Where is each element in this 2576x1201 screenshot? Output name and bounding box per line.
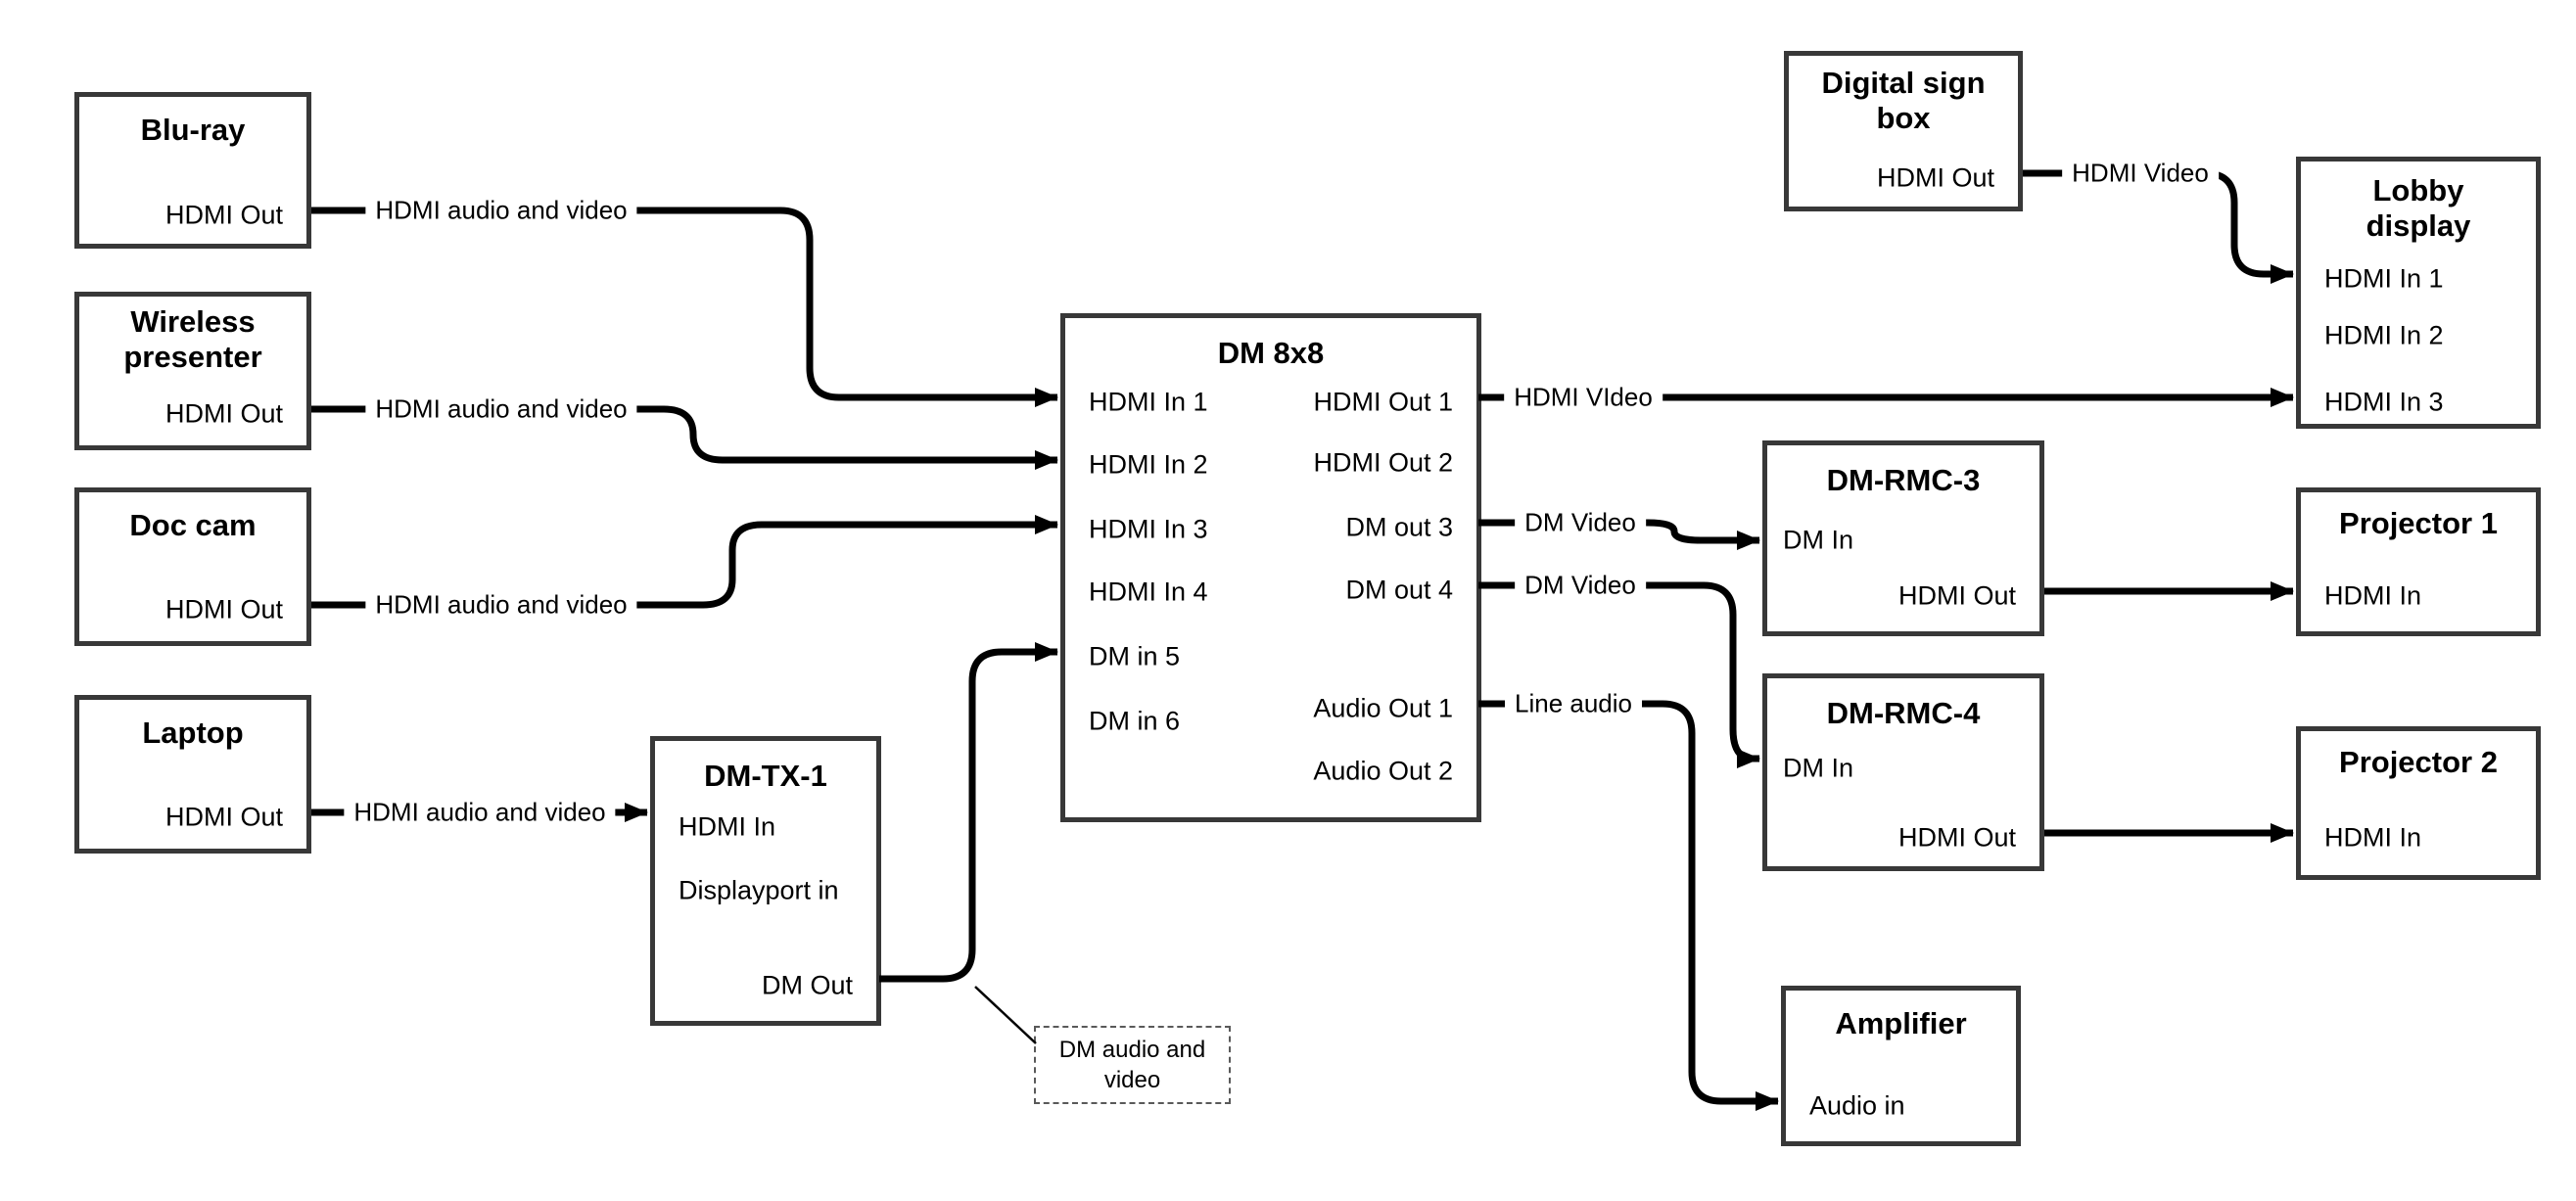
- wire-dm8x8-audio-out-1-to-amp-audio-in: [1478, 700, 1779, 1111]
- node-title: DM-RMC-4: [1826, 696, 1981, 730]
- port-rmc4-hdmi-out: HDMI Out: [1897, 822, 2016, 853]
- node-title: DM 8x8: [1217, 336, 1325, 370]
- node-title: Wireless presenter: [123, 304, 262, 374]
- note-dm-audio-and-video[interactable]: DM audio and video: [1034, 1026, 1231, 1104]
- wire-label-hdmi-video-lobby: HDMI VIdeo: [1504, 384, 1663, 412]
- node-dm-rmc-3[interactable]: DM-RMC-3 DM In HDMI Out: [1762, 440, 2044, 636]
- port-proj2-hdmi-in: HDMI In: [2324, 822, 2422, 853]
- port-rmc3-hdmi-out: HDMI Out: [1897, 580, 2016, 611]
- port-dm8x8-audio-out-1: Audio Out 1: [1313, 693, 1453, 723]
- wire-label-wireless: HDMI audio and video: [365, 395, 637, 424]
- port-proj1-hdmi-in: HDMI In: [2324, 580, 2422, 611]
- wire-dm8x8-dm-out-4-to-rmc4-dm-in: [1478, 581, 1760, 768]
- wire-label-bluray: HDMI audio and video: [365, 197, 637, 225]
- node-dm-tx-1[interactable]: DM-TX-1 HDMI In Displayport in DM Out: [650, 736, 881, 1026]
- port-doccam-hdmi-out: HDMI Out: [164, 594, 283, 624]
- node-amplifier[interactable]: Amplifier Audio in: [1781, 986, 2021, 1146]
- node-title: Lobby display: [2365, 173, 2471, 243]
- port-dm8x8-dm-in-6: DM in 6: [1089, 706, 1181, 736]
- wire-label-line-audio: Line audio: [1505, 690, 1642, 718]
- port-bluray-hdmi-out: HDMI Out: [164, 200, 283, 230]
- port-dm8x8-hdmi-in-3: HDMI In 3: [1089, 514, 1208, 544]
- wire-label-dm-video-rmc3: DM Video: [1515, 509, 1646, 537]
- node-bluray[interactable]: Blu-ray HDMI Out: [74, 92, 311, 249]
- port-dmtx1-displayport-in: Displayport in: [679, 875, 839, 905]
- port-lobby-hdmi-in-2: HDMI In 2: [2324, 320, 2444, 350]
- node-title: Laptop: [142, 716, 244, 750]
- port-signbox-hdmi-out: HDMI Out: [1876, 162, 1994, 193]
- node-projector-1[interactable]: Projector 1 HDMI In: [2296, 487, 2541, 636]
- node-title: DM-RMC-3: [1826, 463, 1981, 497]
- port-dm8x8-dm-out-3: DM out 3: [1345, 512, 1453, 542]
- port-dm8x8-hdmi-in-2: HDMI In 2: [1089, 449, 1208, 480]
- node-title: Digital sign box: [1821, 66, 1986, 135]
- node-title: Amplifier: [1835, 1006, 1967, 1040]
- wire-label-hdmi-video-sign: HDMI Video: [2062, 160, 2219, 188]
- port-dm8x8-hdmi-in-4: HDMI In 4: [1089, 577, 1208, 607]
- port-amp-audio-in: Audio in: [1809, 1090, 1905, 1121]
- wire-label-dm-video-rmc4: DM Video: [1515, 572, 1646, 600]
- port-lobby-hdmi-in-1: HDMI In 1: [2324, 263, 2444, 294]
- node-dm-rmc-4[interactable]: DM-RMC-4 DM In HDMI Out: [1762, 673, 2044, 871]
- node-wireless-presenter[interactable]: Wireless presenter HDMI Out: [74, 292, 311, 450]
- node-title: Blu-ray: [140, 113, 246, 147]
- port-dm8x8-dm-in-5: DM in 5: [1089, 641, 1181, 671]
- port-dm8x8-hdmi-out-1: HDMI Out 1: [1313, 387, 1453, 417]
- wire-bluray-to-dm8x8-hdmi-in-1: [311, 207, 1058, 407]
- port-dmtx1-hdmi-in: HDMI In: [679, 811, 776, 842]
- node-laptop[interactable]: Laptop HDMI Out: [74, 695, 311, 854]
- port-dm8x8-dm-out-4: DM out 4: [1345, 575, 1453, 605]
- port-dm8x8-hdmi-out-2: HDMI Out 2: [1313, 447, 1453, 478]
- port-wireless-hdmi-out: HDMI Out: [164, 398, 283, 429]
- port-rmc3-dm-in: DM In: [1783, 525, 1854, 555]
- note-callout-line: [974, 986, 1037, 1044]
- note-text: DM audio and video: [1058, 1036, 1206, 1093]
- port-dmtx1-dm-out: DM Out: [761, 970, 853, 1000]
- node-doc-cam[interactable]: Doc cam HDMI Out: [74, 487, 311, 646]
- port-lobby-hdmi-in-3: HDMI In 3: [2324, 387, 2444, 417]
- port-dm8x8-hdmi-in-1: HDMI In 1: [1089, 387, 1208, 417]
- port-rmc4-dm-in: DM In: [1783, 753, 1854, 783]
- wire-dmtx1-dm-out-to-dm8x8-dm-in-5: [879, 642, 1058, 983]
- wire-signbox-to-lobby-hdmi-in-1: [2023, 169, 2294, 284]
- port-laptop-hdmi-out: HDMI Out: [164, 802, 283, 832]
- node-lobby-display[interactable]: Lobby display HDMI In 1 HDMI In 2 HDMI I…: [2296, 157, 2541, 429]
- node-dm-8x8[interactable]: DM 8x8 HDMI In 1 HDMI In 2 HDMI In 3 HDM…: [1060, 313, 1481, 822]
- node-digital-sign-box[interactable]: Digital sign box HDMI Out: [1784, 51, 2023, 211]
- node-title: Projector 2: [2339, 745, 2498, 779]
- node-projector-2[interactable]: Projector 2 HDMI In: [2296, 726, 2541, 880]
- wire-label-doccam: HDMI audio and video: [365, 591, 637, 620]
- port-dm8x8-audio-out-2: Audio Out 2: [1313, 756, 1453, 786]
- node-title: Projector 1: [2339, 506, 2498, 540]
- node-title: DM-TX-1: [704, 759, 827, 793]
- wire-label-laptop: HDMI audio and video: [344, 799, 616, 827]
- node-title: Doc cam: [129, 508, 257, 542]
